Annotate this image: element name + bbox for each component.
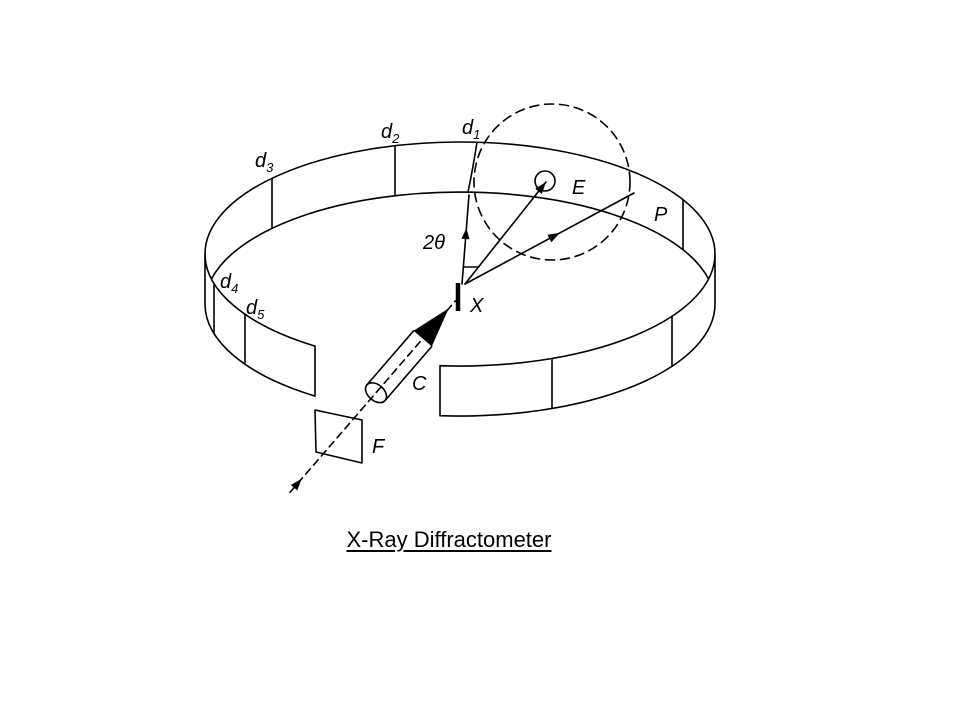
arrowhead-right-ray [547,232,560,243]
label-d3-sub: 3 [266,160,274,175]
label-d2-main: d [381,121,393,143]
label-d3: d3 [255,150,274,175]
collimator-side-upper [366,329,415,386]
label-p: P [654,204,668,226]
label-d3-main: d [255,150,267,172]
filter-plate [314,409,363,464]
ring-back-top-rim [204,141,716,255]
arrowhead-left-ray [461,228,470,240]
label-x: X [469,295,484,317]
label-d4-main: d [220,271,232,293]
label-d4: d4 [220,271,238,296]
arrowhead-ray-e [535,182,546,194]
detector-e-circle [534,170,556,192]
label-c: C [412,373,427,395]
label-d5-sub: 5 [257,307,265,322]
label-d1-sub: 1 [473,127,480,142]
label-d4-sub: 4 [231,281,238,296]
label-two-theta: 2θ [422,232,445,254]
collimator-side-lower [384,345,433,402]
label-e: E [572,177,586,199]
diffracted-ray-left [461,194,470,285]
labels: d1 d2 d3 d4 d5 E P 2θ X C F [220,117,668,458]
wall-marker-d1 [467,141,478,193]
line-art [204,103,716,494]
filled-marks [290,182,560,491]
ray-to-e [464,181,547,285]
ring-back-bottom-rim [210,191,710,280]
label-d1: d1 [462,117,480,142]
collimator-tip [413,308,449,347]
label-d5-main: d [246,297,258,319]
label-f: F [372,436,386,458]
label-d2-sub: 2 [391,131,400,146]
ring-front-wall-right [439,253,716,417]
arrowhead-incident-beam [290,478,302,491]
label-d5: d5 [246,297,265,322]
label-d2: d2 [381,121,400,146]
detector-range-circle [473,103,631,261]
label-d1-main: d [462,117,474,139]
diagram-caption: X-Ray Diffractometer [346,527,552,552]
